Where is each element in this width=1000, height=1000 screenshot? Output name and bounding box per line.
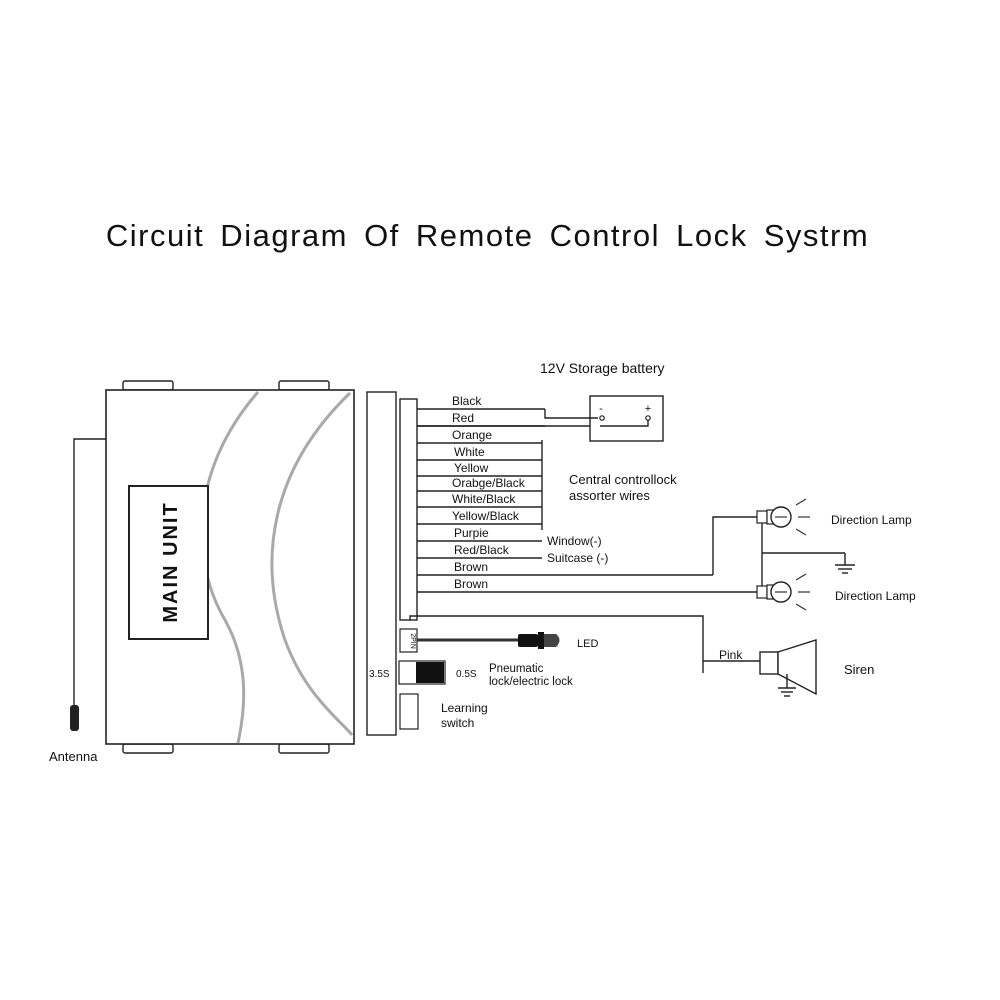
battery-terminal-negative xyxy=(599,415,605,421)
led-icon xyxy=(544,634,560,647)
battery: 12V Storage battery - + xyxy=(417,360,665,442)
case-contour xyxy=(270,391,354,736)
siren: Pink Siren xyxy=(703,639,874,697)
direction-lamp-icon xyxy=(756,573,810,611)
wire-label: Black xyxy=(452,394,482,408)
main-connector-strip xyxy=(366,391,397,736)
siren-label: Siren xyxy=(844,662,874,677)
antenna: Antenna xyxy=(49,438,106,764)
mounting-tab xyxy=(122,380,174,391)
window-label: Window(-) xyxy=(547,534,602,548)
wire-label: Red/Black xyxy=(454,543,510,557)
wire-label: Yellow/Black xyxy=(452,509,520,523)
wire-labels: Black Red Orange White Yellow Orabge/Bla… xyxy=(452,394,526,591)
direction-lamp-label: Direction Lamp xyxy=(835,589,916,603)
learning-switch-label: Learning xyxy=(441,701,488,715)
pneumatic-switch-slider xyxy=(416,662,444,683)
wire-label: White/Black xyxy=(452,492,516,506)
battery-positive-sign: + xyxy=(645,403,651,415)
battery-terminal-positive xyxy=(645,415,651,421)
led-label: LED xyxy=(577,638,598,650)
pneumatic-label: lock/electric lock xyxy=(489,676,573,688)
battery-negative-sign: - xyxy=(599,403,603,415)
pneumatic-right-label: 0.5S xyxy=(456,669,477,680)
wire-label: Red xyxy=(452,411,474,425)
mounting-tab xyxy=(122,743,174,754)
wire-label: Orange xyxy=(452,428,492,442)
antenna-tip xyxy=(70,705,79,731)
antenna-label: Antenna xyxy=(49,749,98,764)
mounting-tab xyxy=(278,743,330,754)
battery-box xyxy=(589,395,664,442)
wire-label: Brown xyxy=(454,560,488,574)
led: LED xyxy=(417,632,598,650)
wire-label: Yellow xyxy=(454,461,489,475)
wire-label: White xyxy=(454,445,485,459)
central-group-label: Central controllock xyxy=(569,472,677,487)
pneumatic-left-label: 3.5S xyxy=(369,669,390,680)
central-group-label: assorter wires xyxy=(569,488,650,503)
learning-switch xyxy=(399,693,419,730)
siren-icon xyxy=(759,639,817,697)
wire-harness-connector xyxy=(399,398,418,621)
case-contour xyxy=(200,391,260,744)
wire-label: Purpie xyxy=(454,526,489,540)
battery-label: 12V Storage battery xyxy=(540,360,665,376)
main-unit-label-box xyxy=(128,485,209,640)
siren-wire-label: Pink xyxy=(719,648,743,662)
direction-lamp-icon xyxy=(756,498,810,536)
main-unit: MAIN UNIT xyxy=(105,380,355,754)
led-connector-label: 2PIN xyxy=(409,633,416,649)
main-unit-label: MAIN UNIT xyxy=(160,501,182,622)
mounting-tab xyxy=(278,380,330,391)
learning-switch-label: switch xyxy=(441,716,474,730)
page-title: Circuit Diagram Of Remote Control Lock S… xyxy=(105,218,870,253)
direction-lamp-label: Direction Lamp xyxy=(831,513,912,527)
direction-lamps: Direction Lamp Direction Lamp xyxy=(712,498,916,611)
wire-harness xyxy=(409,408,762,673)
suitcase-label: Suitcase (-) xyxy=(547,551,608,565)
pneumatic-label: Pneumatic xyxy=(489,663,544,675)
led-holder xyxy=(518,634,538,647)
wire-label: Orabge/Black xyxy=(452,476,526,490)
wire-pink xyxy=(409,615,704,673)
wire-label: Brown xyxy=(454,577,488,591)
